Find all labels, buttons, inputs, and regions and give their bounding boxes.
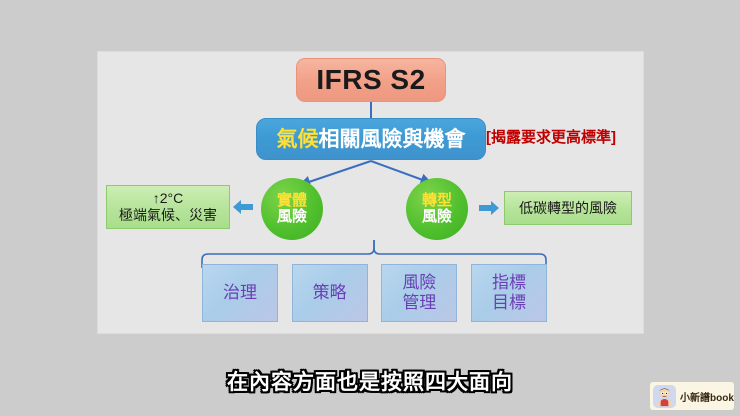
pillar-risk-management: 風險 管理 (381, 264, 458, 322)
channel-avatar-icon (653, 384, 676, 408)
transition-risk-note-box: 低碳轉型的風險 (504, 191, 632, 225)
pillar-strategy: 策略 (291, 264, 368, 322)
physical-risk-note-box: ↑2°C 極端氣候、災害 (106, 185, 230, 229)
pillars-row: 治理 策略 風險 管理 指標 目標 (202, 264, 547, 322)
pillar-governance-line1: 治理 (223, 283, 257, 303)
climate-risk-opportunity-box: 氣候相關風險與機會 (256, 118, 486, 160)
video-subtitle: 在內容方面也是按照四大面向 (227, 371, 513, 394)
pillar-metrics-targets-line1: 指標 (491, 273, 526, 293)
pillar-governance: 治理 (202, 264, 278, 322)
channel-name-label: 小新譜book (680, 392, 734, 404)
transition-risk-line2: 風險 (421, 208, 452, 225)
ifrs-s2-label: IFRS S2 (316, 64, 426, 95)
ifrs-s2-title-box: IFRS S2 (296, 58, 446, 102)
connector-title-to-main (370, 102, 372, 118)
pillar-strategy-line1: 策略 (312, 283, 347, 303)
physical-risk-line2: 風險 (276, 208, 307, 225)
pillar-metrics-targets: 指標 目標 (470, 264, 547, 322)
pillar-risk-management-line2: 管理 (402, 293, 437, 312)
pillar-risk-management-line1: 風險 (402, 273, 437, 293)
main-box-rest-text: 相關風險與機會 (318, 127, 466, 151)
transition-note-line1: 低碳轉型的風險 (519, 199, 617, 216)
arrow-right-icon (479, 201, 499, 215)
pillar-metrics-targets-line2: 目標 (491, 293, 526, 312)
transition-risk-circle: 轉型 風險 (406, 178, 468, 240)
transition-risk-line1: 轉型 (421, 191, 452, 209)
physical-risk-circle: 實體 風險 (261, 178, 323, 240)
disclosure-annotation: [揭露要求更高標準] (486, 129, 616, 146)
channel-watermark: 小新譜book (650, 382, 734, 410)
physical-note-line1: ↑2°C (152, 189, 184, 206)
main-box-highlight-text: 氣候 (276, 127, 319, 151)
slide-panel: IFRS S2 氣候相關風險與機會 [揭露要求更高標準] 實體 風險 轉型 風險… (98, 52, 643, 333)
arrow-left-icon (233, 200, 253, 214)
physical-note-line2: 極端氣候、災害 (119, 207, 217, 223)
physical-risk-line1: 實體 (276, 191, 307, 209)
